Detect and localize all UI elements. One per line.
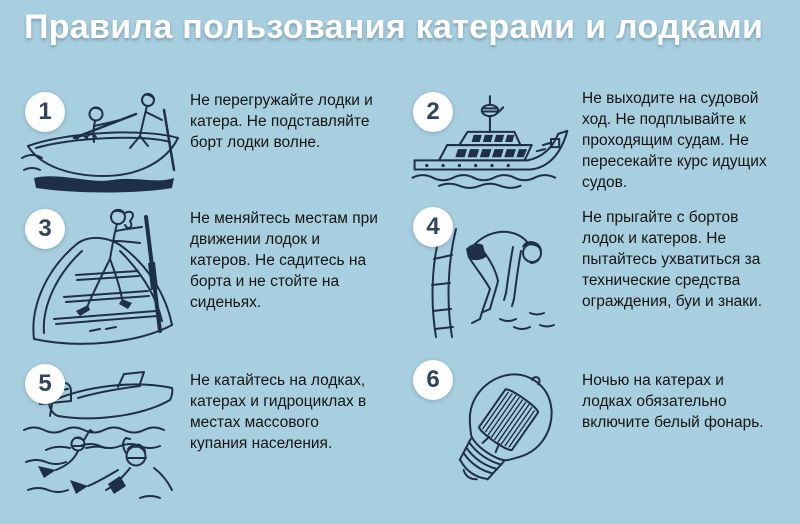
rule-5-number-badge: 5 — [25, 364, 65, 404]
rule-2-figure: 2 — [408, 86, 578, 196]
rule-3-figure: 3 — [20, 203, 186, 347]
rule-item-1: 1 Не перегружайте лодки и катера. Не под… — [20, 86, 398, 198]
rule-5-text: Не катайтесь на лодках, катерах и гидроц… — [190, 372, 367, 453]
rule-6-figure: 6 — [408, 354, 578, 502]
poster-title: Правила пользования катерами и лодками — [24, 8, 764, 46]
rule-4-text: Не прыгайте с бортов лодок и катеров. Не… — [582, 209, 763, 311]
rule-6-number-badge: 6 — [413, 360, 453, 400]
rule-item-6: 6 Ночью на катерах и лодках обязательно … — [408, 354, 792, 502]
rule-item-2: 2 Не выходите на судовой ход. Не подплыв… — [408, 86, 790, 196]
rule-item-3: 3 Не меняйтесь местам при движении лодок… — [20, 203, 404, 347]
rule-4-number-badge: 4 — [413, 207, 453, 247]
standing-in-rowboat-illustration — [32, 208, 173, 345]
overloaded-canoe-illustration — [21, 93, 179, 193]
rule-2-text: Не выходите на судовой ход. Не подплывай… — [582, 90, 767, 192]
rule-1-figure: 1 — [20, 86, 186, 198]
rule-6-text: Ночью на катерах и лодках обязательно вк… — [582, 372, 764, 432]
motor-yacht-illustration — [411, 95, 569, 189]
light-bulb-illustration — [458, 373, 553, 481]
rule-5-figure: 5 — [20, 358, 186, 506]
rule-1-number-badge: 1 — [25, 92, 65, 132]
rule-1-text: Не перегружайте лодки и катера. Не подст… — [190, 92, 373, 152]
rule-item-4: 4 Не прыгайте с бортов лодок и катеров. … — [408, 201, 792, 341]
rule-4-figure: 4 — [408, 201, 578, 341]
rule-2-number-badge: 2 — [413, 92, 453, 132]
rule-3-number-badge: 3 — [25, 209, 65, 249]
motorboat-and-swimmers-illustration — [23, 371, 174, 499]
rule-3-text: Не меняйтесь местам при движении лодок и… — [190, 210, 378, 312]
rule-item-5: 5 Не катайтесь на лодках, катерах и гидр… — [20, 358, 404, 506]
